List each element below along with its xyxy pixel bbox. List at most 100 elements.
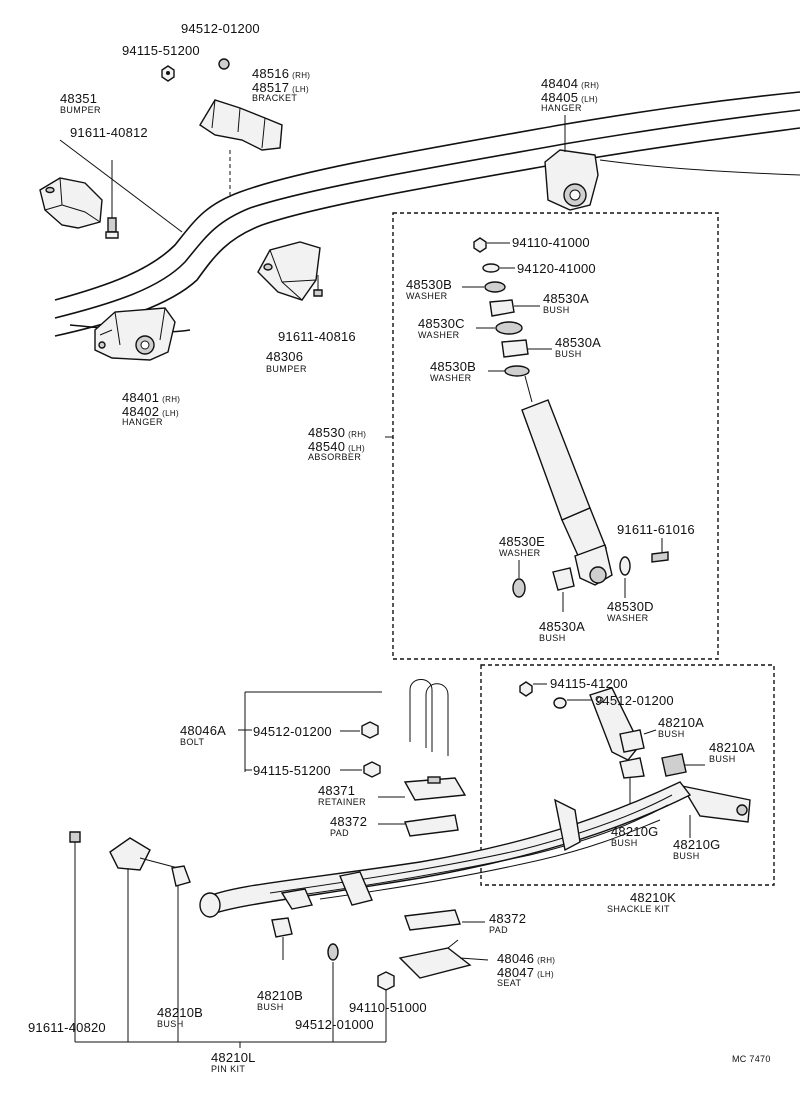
label-abs-nut: 94110-41000: [512, 235, 590, 250]
label-washer-e: 48530E: [499, 534, 546, 549]
label-absorber-lh: 48540(LH): [308, 439, 365, 455]
shackle-kit-box: [480, 664, 775, 886]
lh-tag: (LH): [348, 444, 365, 453]
label-bracket-name: BRACKET: [252, 93, 298, 103]
label-pin-nut-a: 94512-01000: [295, 1017, 374, 1032]
label-bush-a1: 48530A: [543, 291, 590, 306]
label-washer-e-name: WASHER: [499, 548, 541, 558]
rh-tag: (RH): [348, 430, 367, 439]
label-bush-a2: 48530A: [555, 335, 602, 350]
label-bumper-bolt: 91611-40816: [278, 329, 356, 344]
label-rear-hanger-name: HANGER: [541, 103, 582, 113]
label-washer-b2: 48530B: [430, 359, 477, 374]
absorber-parts: [462, 237, 669, 612]
shackle-parts: [519, 681, 751, 838]
label-pin-kit: 48210L: [211, 1050, 256, 1065]
front-hanger-lh-num: 48402: [122, 404, 160, 419]
frame-rail: [54, 91, 800, 337]
label-washer-b1: 48530B: [406, 277, 453, 292]
label-ubolt-nut1: 94512-01200: [253, 724, 332, 739]
u-bolts: [238, 679, 449, 778]
label-bumper-num: 48306: [266, 349, 304, 364]
label-bush-a1-name: BUSH: [543, 305, 570, 315]
label-bush-210b1: 48210B: [157, 1005, 204, 1020]
label-bush-210b2-name: BUSH: [257, 1002, 284, 1012]
label-shackle-nut1: 94115-41200: [550, 676, 628, 691]
rh-tag: (RH): [537, 956, 556, 965]
seat-lh-num: 48047: [497, 965, 535, 980]
label-rear-hanger-lh: 48405(LH): [541, 90, 598, 106]
label-washer-d-name: WASHER: [607, 613, 649, 623]
label-pad-bottom-num: 48372: [489, 911, 527, 926]
label-bush-210a1: 48210A: [658, 715, 705, 730]
label-pin-bolt: 91611-40820: [28, 1020, 106, 1035]
rh-tag: (RH): [162, 395, 181, 404]
label-pad-bottom-name: PAD: [489, 925, 509, 935]
label-shackle-kit: 48210K: [630, 890, 677, 905]
absorber-lh-num: 48540: [308, 439, 346, 454]
label-seat-rh: 48046(RH): [497, 951, 555, 967]
bracket-part: [161, 58, 283, 151]
label-bracket-rh: 48516(RH): [252, 66, 310, 82]
label-front-bumper-name: BUMPER: [60, 105, 101, 115]
label-washer-b1-name: WASHER: [406, 291, 448, 301]
bracket-rh-num: 48516: [252, 66, 290, 81]
rear-hanger-lh-num: 48405: [541, 90, 579, 105]
label-pad-top-num: 48372: [330, 814, 368, 829]
label-seat-name: SEAT: [497, 978, 522, 988]
label-absorber-name: ABSORBER: [308, 452, 362, 462]
label-rear-hanger-rh: 48404(RH): [541, 76, 599, 92]
label-front-hanger-name: HANGER: [122, 417, 163, 427]
label-front-bumper-num: 48351: [60, 91, 98, 106]
label-abs-bolt: 91611-61016: [617, 522, 695, 537]
rear-hanger-rh-num: 48404: [541, 76, 579, 91]
bracket-lh-num: 48517: [252, 80, 290, 95]
label-shackle-nut2: 94512-01200: [595, 693, 674, 708]
retainer-pads-seat: [378, 776, 489, 979]
label-bush-210a2-name: BUSH: [709, 754, 736, 764]
lh-tag: (LH): [162, 409, 179, 418]
absorber-rh-num: 48530: [308, 425, 346, 440]
label-pin-kit-name: PIN KIT: [211, 1064, 246, 1074]
label-retainer-num: 48371: [318, 783, 356, 798]
leaf-spring: [199, 781, 692, 918]
label-bush-a3-name: BUSH: [539, 633, 566, 643]
label-washer-d: 48530D: [607, 599, 654, 614]
front-hanger-rh-num: 48401: [122, 390, 160, 405]
bumper-part: [257, 241, 323, 301]
label-bush-210a1-name: BUSH: [658, 729, 685, 739]
label-bush-210b2: 48210B: [257, 988, 304, 1003]
rh-tag: (RH): [581, 81, 600, 90]
label-bush-210b1-name: BUSH: [157, 1019, 184, 1029]
label-bracket-nut: 94512-01200: [181, 21, 260, 36]
label-bush-210g2-name: BUSH: [673, 851, 700, 861]
seat-rh-num: 48046: [497, 951, 535, 966]
label-washer-b2-name: WASHER: [430, 373, 472, 383]
label-bracket-lh: 48517(LH): [252, 80, 309, 96]
pin-kit-parts: [69, 831, 395, 1048]
label-seat-lh: 48047(LH): [497, 965, 554, 981]
label-front-hanger-lh: 48402(LH): [122, 404, 179, 420]
label-bush-210g1: 48210G: [611, 824, 659, 839]
label-washer-c-name: WASHER: [418, 330, 460, 340]
label-retainer-name: RETAINER: [318, 797, 367, 807]
rear-hanger-part: [544, 115, 599, 211]
label-ubolt-nut2: 94115-51200: [253, 763, 331, 778]
label-bush-a2-name: BUSH: [555, 349, 582, 359]
lh-tag: (LH): [537, 970, 554, 979]
label-shackle-kit-name: SHACKLE KIT: [607, 904, 670, 914]
label-ubolt-name: BOLT: [180, 737, 205, 747]
label-ubolt-num: 48046A: [180, 723, 227, 738]
label-pad-top-name: PAD: [330, 828, 350, 838]
front-hanger-part: [94, 307, 176, 361]
label-bush-210g2: 48210G: [673, 837, 721, 852]
label-pin-nut-b: 94110-51000: [349, 1000, 427, 1015]
absorber-group-box: [392, 212, 719, 660]
label-abs-washer-top: 94120-41000: [517, 261, 596, 276]
label-front-bumper-bolt: 91611-40812: [70, 125, 148, 140]
label-bumper-name: BUMPER: [266, 364, 307, 374]
lh-tag: (LH): [581, 95, 598, 104]
label-bush-210a2: 48210A: [709, 740, 756, 755]
rh-tag: (RH): [292, 71, 311, 80]
label-absorber-rh: 48530(RH): [308, 425, 366, 441]
